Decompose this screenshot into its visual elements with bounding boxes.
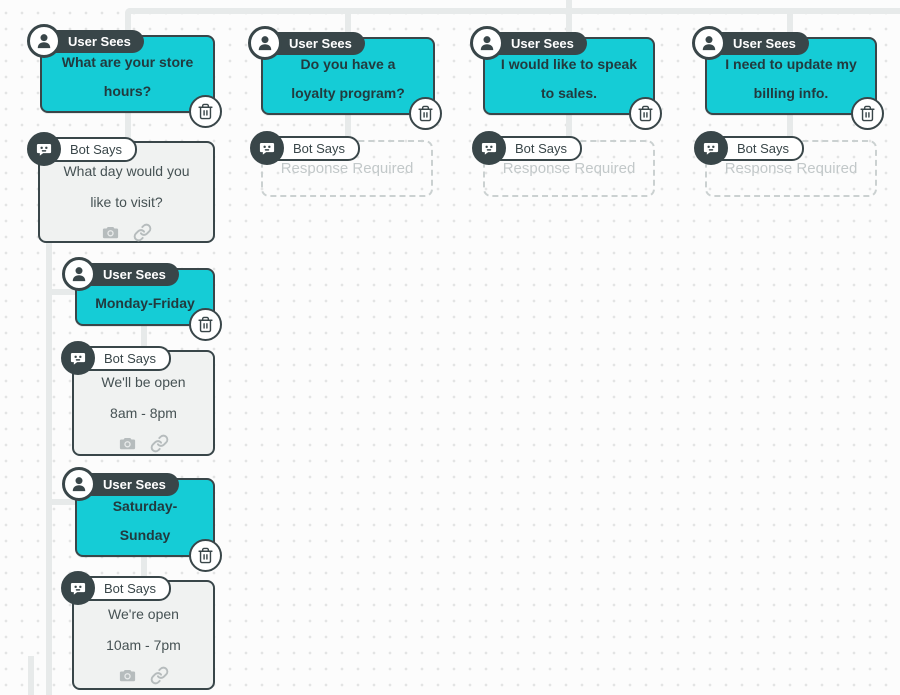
response-required-text: Response Required <box>280 160 414 177</box>
camera-icon[interactable] <box>118 434 137 453</box>
connector-branch-line <box>46 243 52 695</box>
connector-horizontal-bar <box>125 8 900 14</box>
bot-says-placeholder-node[interactable]: Bot Says Response Required <box>472 131 655 197</box>
bot-message-text: We'll be open 8am - 8pm <box>101 374 186 421</box>
robot-icon <box>61 341 95 375</box>
delete-button[interactable] <box>629 97 662 130</box>
response-required-text: Response Required <box>502 160 636 177</box>
user-message-text: I would like to speak to sales. <box>500 56 638 101</box>
trash-icon <box>198 103 213 120</box>
delete-button[interactable] <box>189 539 222 572</box>
trash-icon <box>198 547 213 564</box>
link-icon[interactable] <box>150 434 169 453</box>
user-message-text: Saturday- Sunday <box>112 497 178 543</box>
user-sees-node-billing[interactable]: User Sees I need to update my billing in… <box>692 26 884 130</box>
user-sees-node-saturday-sunday[interactable]: User Sees Saturday- Sunday <box>62 467 222 572</box>
user-sees-node-monday-friday[interactable]: User Sees Monday-Friday <box>62 257 222 341</box>
link-icon[interactable] <box>150 666 169 685</box>
robot-icon <box>61 571 95 605</box>
badge-label: Bot Says <box>709 135 805 161</box>
bot-says-node-weekday-hours[interactable]: Bot Says We'll be open 8am - 8pm <box>61 341 215 456</box>
camera-icon[interactable] <box>118 666 137 685</box>
badge-label: Bot Says <box>265 135 361 161</box>
bot-says-placeholder-node[interactable]: Bot Says Response Required <box>250 131 433 197</box>
delete-button[interactable] <box>189 95 222 128</box>
bot-message-text: We're open 10am - 7pm <box>106 606 181 653</box>
trash-icon <box>860 105 875 122</box>
bot-says-node-visit-day[interactable]: Bot Says What day would you like to visi… <box>27 132 215 243</box>
user-message-text: What are your store hours? <box>61 54 194 99</box>
robot-icon <box>27 132 61 166</box>
user-message-text: Do you have a loyalty program? <box>291 56 405 101</box>
delete-button[interactable] <box>409 97 442 130</box>
connector-stub-monday-friday <box>46 289 78 295</box>
attachment-row <box>101 223 152 242</box>
bot-says-node-weekend-hours[interactable]: Bot Says We're open 10am - 7pm <box>61 571 215 690</box>
robot-icon <box>694 131 728 165</box>
user-message-text: I need to update my billing info. <box>725 56 857 101</box>
user-sees-node-loyalty[interactable]: User Sees Do you have a loyalty program? <box>248 26 442 130</box>
bot-message-text: What day would you like to visit? <box>63 163 190 210</box>
delete-button[interactable] <box>189 308 222 341</box>
trash-icon <box>638 105 653 122</box>
robot-icon <box>250 131 284 165</box>
user-message-text: Monday-Friday <box>95 294 195 311</box>
camera-icon[interactable] <box>101 223 120 242</box>
user-sees-node-sales[interactable]: User Sees I would like to speak to sales… <box>470 26 662 130</box>
connector-trunk <box>566 0 572 12</box>
user-sees-node-store-hours[interactable]: User Sees What are your store hours? <box>27 24 222 128</box>
bot-says-placeholder-node[interactable]: Bot Says Response Required <box>694 131 877 197</box>
delete-button[interactable] <box>851 97 884 130</box>
connector-tail <box>28 656 34 695</box>
badge-label: Bot Says <box>487 135 583 161</box>
connector-drop-saturday-bot <box>141 556 147 582</box>
attachment-row <box>118 434 169 453</box>
connector-stub-saturday-sunday <box>46 499 78 505</box>
trash-icon <box>418 105 433 122</box>
connector-drop-monday-bot <box>141 326 147 352</box>
trash-icon <box>198 316 213 333</box>
link-icon[interactable] <box>133 223 152 242</box>
robot-icon <box>472 131 506 165</box>
attachment-row <box>118 666 169 685</box>
response-required-text: Response Required <box>724 160 858 177</box>
